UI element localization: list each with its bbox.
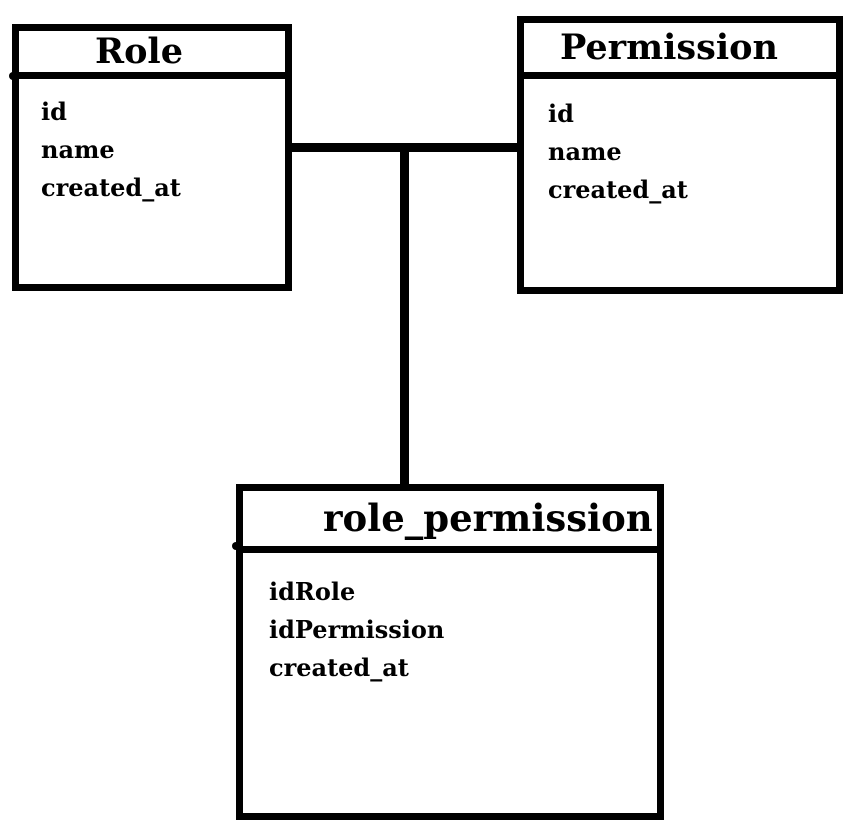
field-id: id: [548, 99, 574, 128]
field-list: id name created_at: [524, 95, 836, 209]
field-created-at: created_at: [41, 173, 181, 202]
connector-dot: [9, 72, 17, 80]
field-name: name: [548, 137, 622, 166]
field-id-permission: idPermission: [269, 615, 445, 644]
entity-role: Role id name created_at: [12, 24, 292, 291]
entity-title: Role: [19, 31, 285, 79]
field-id: id: [41, 97, 67, 126]
field-name: name: [41, 135, 115, 164]
field-list: idRole idPermission created_at: [243, 573, 657, 687]
connector-to-role-permission: [400, 143, 409, 484]
connector-dot: [232, 542, 240, 550]
field-id-role: idRole: [269, 577, 356, 606]
field-created-at: created_at: [548, 175, 688, 204]
entity-role-permission: role_permission idRole idPermission crea…: [236, 484, 664, 820]
field-list: id name created_at: [19, 93, 285, 207]
entity-title: Permission: [524, 23, 836, 79]
entity-permission: Permission id name created_at: [517, 16, 843, 294]
entity-title: role_permission: [243, 491, 657, 553]
field-created-at: created_at: [269, 653, 409, 682]
